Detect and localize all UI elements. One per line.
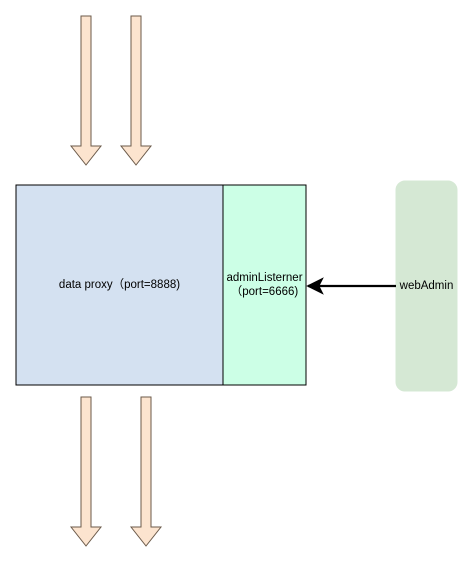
outgoing-flow-arrow-1	[69, 396, 103, 547]
admin-listener-box	[222, 184, 307, 386]
incoming-flow-arrow-2	[119, 15, 153, 166]
data-proxy-label: data proxy（port=8888)	[16, 185, 223, 385]
outgoing-flow-arrow-2	[129, 396, 163, 547]
web-admin-label-text: webAdmin	[399, 280, 454, 292]
admin-listener-label-line2: （port=6666)	[230, 286, 299, 298]
admin-listener-label-line1: adminListerner	[226, 272, 303, 284]
web-admin-label: webAdmin	[396, 181, 457, 391]
data-proxy-label-text: data proxy（port=8888)	[58, 279, 181, 291]
data-proxy-box	[15, 184, 224, 386]
admin-listener-label: adminListerner （port=6666)	[223, 185, 306, 385]
incoming-flow-arrow-1	[69, 15, 103, 166]
